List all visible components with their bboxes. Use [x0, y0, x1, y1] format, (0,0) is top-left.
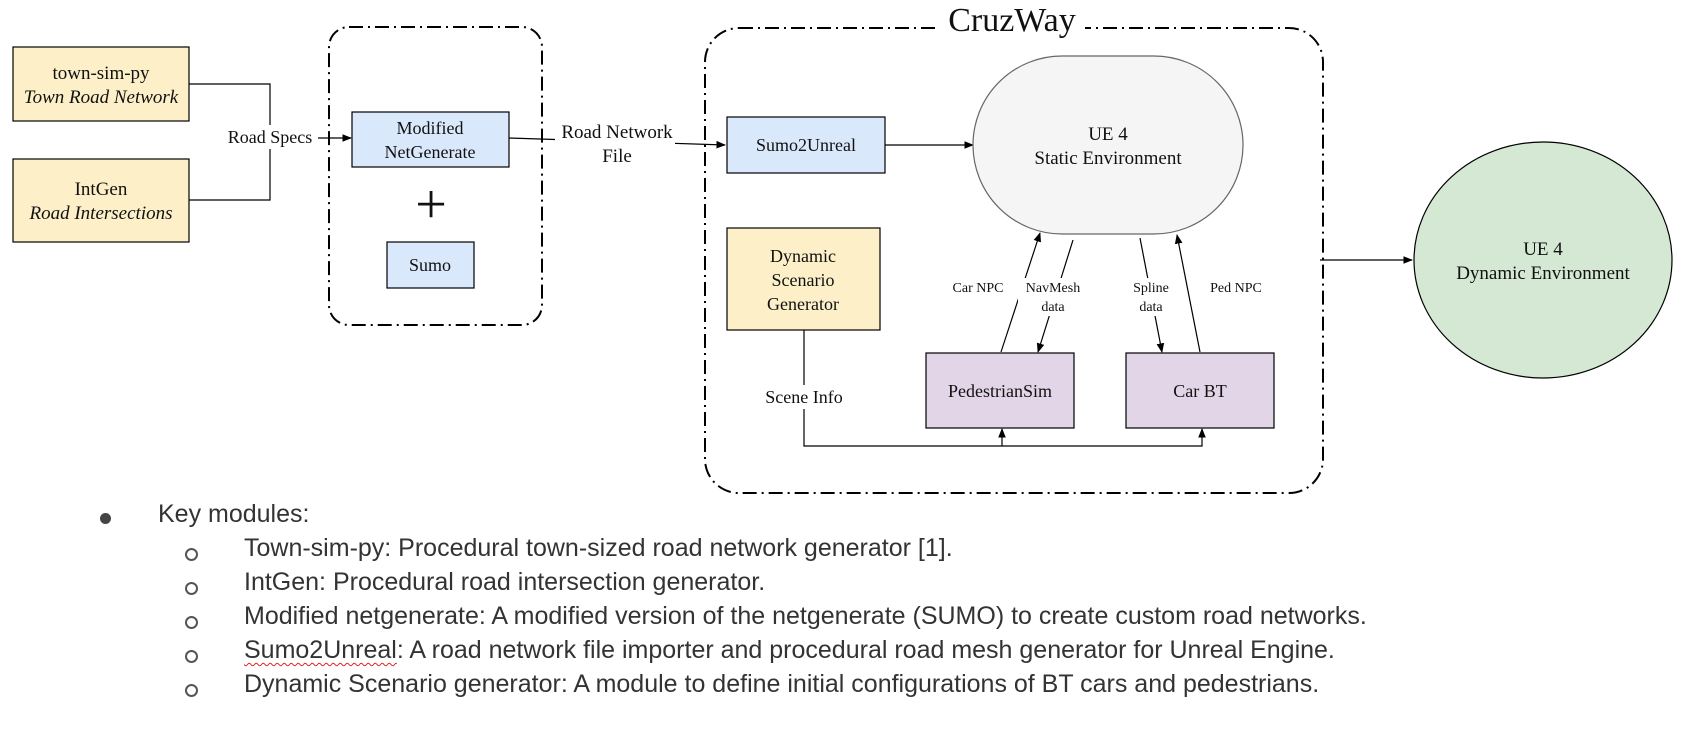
townsim-subtitle: Town Road Network: [24, 87, 179, 108]
road-specs-label: Road Specs: [228, 127, 313, 147]
pedestriansim-label: PedestrianSim: [948, 381, 1052, 401]
ue4-dynamic-shape: UE 4 Dynamic Environment: [1413, 141, 1673, 379]
townsim-box: town-sim-py Town Road Network: [12, 46, 190, 122]
list-item: Dynamic Scenario generator: A module to …: [0, 670, 1682, 712]
intgen-box: IntGen Road Intersections: [12, 158, 190, 243]
car-npc-label: Car NPC: [953, 281, 1004, 296]
module-item-rest: : A road network file importer and proce…: [396, 636, 1335, 664]
road-network-file-line2: File: [602, 146, 632, 167]
dyn-scenario-line1: Dynamic: [770, 246, 836, 266]
key-modules-heading: Key modules:: [158, 500, 310, 528]
architecture-diagram: CruzWay town-sim-py Town Road Network In…: [12, 2, 1673, 494]
netgenerate-container: [328, 26, 543, 326]
sumo-box: Sumo: [386, 241, 475, 289]
sumo-label: Sumo: [409, 255, 451, 275]
carbt-box: Car BT: [1125, 352, 1275, 429]
ue4-static-line2: Static Environment: [1034, 148, 1182, 169]
road-network-file-line1: Road Network: [561, 122, 673, 143]
navmesh-line2: data: [1041, 300, 1065, 315]
navmesh-line1: NavMesh: [1026, 281, 1080, 296]
module-item-text: Dynamic Scenario generator: A module to …: [244, 670, 1320, 698]
list-item: IntGen: Procedural road intersection gen…: [0, 568, 1682, 610]
ue4-dynamic-line2: Dynamic Environment: [1456, 263, 1630, 284]
pedestriansim-box: PedestrianSim: [925, 352, 1075, 429]
circle-bullet-icon: [185, 582, 198, 595]
scene-info-label: Scene Info: [765, 387, 842, 407]
sumo2unreal-label: Sumo2Unreal: [756, 135, 856, 155]
ue4-dynamic-line1: UE 4: [1523, 239, 1563, 260]
bullet-icon: [100, 513, 111, 524]
plus-sign: +: [415, 174, 447, 236]
intgen-subtitle: Road Intersections: [28, 203, 172, 224]
intgen-title: IntGen: [75, 179, 128, 200]
netgenerate-box: Modified NetGenerate: [351, 111, 510, 168]
spline-line2: data: [1139, 300, 1163, 315]
module-item-text: Town-sim-py: Procedural town-sized road …: [244, 534, 953, 562]
netgenerate-line1: Modified: [397, 118, 464, 138]
module-item-text: Sumo2Unreal: A road network file importe…: [244, 636, 1335, 665]
dyn-scenario-line2: Scenario: [772, 270, 835, 290]
list-item: Sumo2Unreal: A road network file importe…: [0, 636, 1682, 678]
dyn-scenario-line3: Generator: [767, 294, 839, 314]
module-item-text: Modified netgenerate: A modified version…: [244, 602, 1367, 630]
netgenerate-line2: NetGenerate: [385, 142, 476, 162]
module-item-text: IntGen: Procedural road intersection gen…: [244, 568, 766, 596]
ue4-static-shape: UE 4 Static Environment: [972, 55, 1244, 235]
dynamic-scenario-box: Dynamic Scenario Generator: [726, 227, 881, 331]
list-item: Modified netgenerate: A modified version…: [0, 602, 1682, 644]
circle-bullet-icon: [185, 650, 198, 663]
ue4-static-line1: UE 4: [1088, 124, 1128, 145]
cruzway-title: CruzWay: [948, 2, 1076, 39]
list-item: Key modules:: [0, 500, 1682, 542]
key-modules-list: Key modules: Town-sim-py: Procedural tow…: [0, 500, 1682, 712]
list-item: Town-sim-py: Procedural town-sized road …: [0, 534, 1682, 576]
spline-line1: Spline: [1133, 281, 1169, 296]
cruzway-container: [704, 27, 1324, 494]
townsim-title: town-sim-py: [52, 63, 150, 84]
carbt-label: Car BT: [1173, 381, 1227, 401]
ped-npc-label: Ped NPC: [1210, 281, 1262, 296]
spellcheck-underlined-word: Sumo2Unreal: [244, 636, 397, 664]
sumo2unreal-box: Sumo2Unreal: [726, 116, 886, 174]
circle-bullet-icon: [185, 548, 198, 561]
circle-bullet-icon: [185, 684, 198, 697]
circle-bullet-icon: [185, 616, 198, 629]
